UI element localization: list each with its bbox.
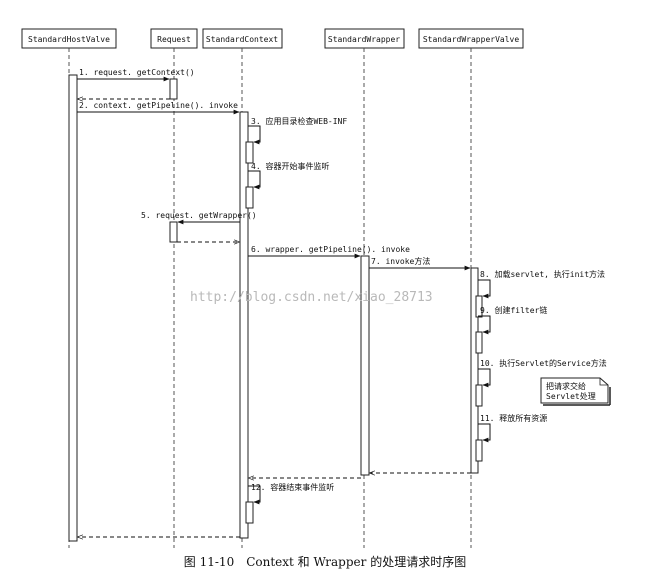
message-label: 10. 执行Servlet的Service方法 — [480, 358, 607, 368]
message-label: 1. request. getContext() — [79, 68, 195, 77]
watermark: http://blog.csdn.net/xiao_28713 — [190, 290, 433, 305]
activation-bar — [169, 221, 178, 243]
self-call-arrow — [248, 485, 261, 505]
message-label: 9. 创建filter链 — [480, 305, 547, 315]
activation-bar — [470, 267, 479, 474]
message-label: 12. 容器结束事件监听 — [251, 482, 334, 492]
participant-label: StandardWrapperValve — [423, 35, 520, 44]
activation-bar — [245, 141, 254, 164]
activation-bar — [245, 501, 254, 524]
note-box — [540, 377, 609, 404]
activation-bar — [475, 384, 483, 407]
note-text: 把请求交给 — [546, 381, 586, 391]
participant-box — [202, 28, 283, 49]
participant-label: StandardWrapper — [328, 35, 400, 44]
figure-number: 图 11-10 — [183, 555, 235, 569]
self-call-arrow — [478, 315, 491, 335]
self-call-arrow — [478, 279, 491, 299]
message-label: 4. 容器开始事件监听 — [251, 161, 329, 171]
activation-bar — [239, 111, 249, 539]
activation-bar — [360, 255, 370, 476]
activation-bar — [475, 331, 483, 354]
activation-bar — [245, 186, 254, 209]
message-label: 3. 应用目录检查WEB-INF — [251, 116, 347, 126]
figure-caption: 图 11-10 Context 和 Wrapper 的处理请求时序图 — [0, 553, 650, 570]
participant-label: StandardContext — [206, 35, 278, 44]
self-call-arrow — [478, 368, 491, 388]
participant-label: Request — [157, 35, 191, 44]
participant-label: StandardHostValve — [28, 35, 110, 44]
message-label: 2. context. getPipeline(). invoke — [79, 101, 238, 110]
message-label: 7. invoke方法 — [371, 256, 430, 266]
message-label: 8. 加载servlet, 执行init方法 — [480, 269, 605, 279]
note-fold — [599, 378, 608, 386]
activation-bar — [475, 439, 483, 462]
message-label: 5. request. getWrapper() — [141, 211, 257, 220]
self-call-arrow — [248, 170, 261, 190]
message-label: 11. 释放所有资源 — [480, 413, 547, 423]
note-text: Servlet处理 — [546, 391, 596, 401]
self-call-arrow — [248, 125, 261, 145]
activation-bar — [169, 78, 178, 100]
activation-bar — [475, 295, 483, 318]
participant-box — [324, 28, 405, 49]
figure-title: Context 和 Wrapper 的处理请求时序图 — [246, 555, 467, 569]
self-call-arrow — [478, 423, 491, 443]
activation-bar — [68, 74, 78, 542]
message-label: 6. wrapper. getPipeline(). invoke — [251, 245, 410, 254]
